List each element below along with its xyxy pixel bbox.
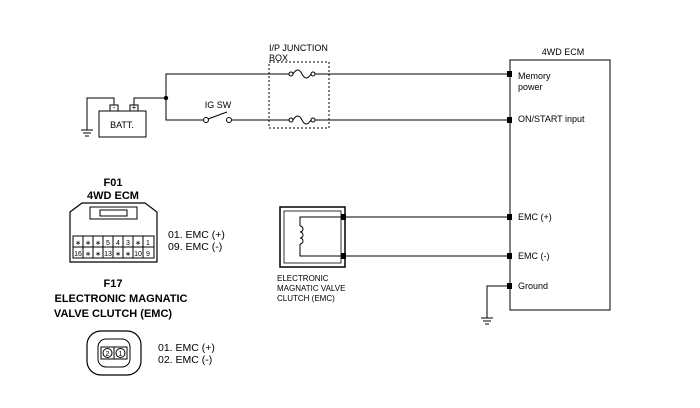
ip-junction-box: I/P JUNCTION BOX xyxy=(268,43,330,129)
ecm-pin-on-start: ON/START input xyxy=(518,114,585,124)
svg-text:-: - xyxy=(113,103,116,112)
f01-name: 4WD ECM xyxy=(87,190,139,202)
f01-pin: 09. EMC (-) xyxy=(168,241,222,253)
emc-coil: ELECTRONIC MAGNATIC VALVE CLUTCH (EMC) xyxy=(277,206,346,303)
svg-text:+: + xyxy=(132,103,137,112)
ecm-title: 4WD ECM xyxy=(542,47,585,57)
connector-f17: F17 ELECTRONIC MAGNATIC VALVE CLUTCH (EM… xyxy=(54,278,215,376)
f01-cell: 13 xyxy=(104,251,112,258)
f01-cell: 16 xyxy=(74,251,82,258)
f17-name-2: VALVE CLUTCH (EMC) xyxy=(54,308,172,320)
junction-box-label-2: BOX xyxy=(269,53,288,63)
ecm-ground-icon xyxy=(481,285,507,325)
ig-switch: IG SW xyxy=(203,100,232,123)
f01-cell: 3 xyxy=(126,240,130,247)
ig-switch-label: IG SW xyxy=(205,100,232,110)
f01-cell: ∗ xyxy=(85,251,91,258)
ecm-pin-memory-1: Memory xyxy=(518,71,551,81)
f17-code: F17 xyxy=(104,278,123,290)
f01-cell: ∗ xyxy=(125,251,131,258)
battery: - + BATT. xyxy=(98,103,147,138)
f17-pin: 02. EMC (-) xyxy=(158,354,212,366)
battery-label: BATT. xyxy=(110,120,134,130)
f17-cell: 1 xyxy=(119,351,123,358)
f01-pin: 01. EMC (+) xyxy=(168,229,225,241)
f01-cell: ∗ xyxy=(135,240,141,247)
junction-box-label-1: I/P JUNCTION xyxy=(269,43,328,53)
ecm-box: 4WD ECM Memory power ON/START input EMC … xyxy=(507,47,611,311)
emc-label-1: ELECTRONIC xyxy=(277,274,329,283)
ecm-pin-emc-plus: EMC (+) xyxy=(518,212,552,222)
f17-name-1: ELECTRONIC MAGNATIC xyxy=(54,293,187,305)
f01-cell: 4 xyxy=(116,240,120,247)
f01-cell: ∗ xyxy=(95,251,101,258)
battery-ground-icon xyxy=(81,97,115,137)
ecm-pin-memory-2: power xyxy=(518,82,543,92)
emc-label-3: CLUTCH (EMC) xyxy=(277,294,335,303)
ecm-pin-ground: Ground xyxy=(518,281,548,291)
f01-code: F01 xyxy=(104,177,123,189)
f01-cell: ∗ xyxy=(95,240,101,247)
f17-cell: 2 xyxy=(106,351,110,358)
f01-cell: ∗ xyxy=(85,240,91,247)
emc-label-2: MAGNATIC VALVE xyxy=(277,284,345,293)
f01-cell: ∗ xyxy=(115,251,121,258)
ecm-pin-emc-minus: EMC (-) xyxy=(518,251,550,261)
f01-cell: 9 xyxy=(146,251,150,258)
f01-cell: 5 xyxy=(106,240,110,247)
f01-cell: 1 xyxy=(146,240,150,247)
connector-f01: F01 4WD ECM ∗ ∗ ∗ 5 4 3 ∗ 1 16 ∗ ∗ 13 ∗ … xyxy=(69,177,225,263)
f01-cell: 10 xyxy=(134,251,142,258)
f01-cell: ∗ xyxy=(75,240,81,247)
f17-pin: 01. EMC (+) xyxy=(158,342,215,354)
